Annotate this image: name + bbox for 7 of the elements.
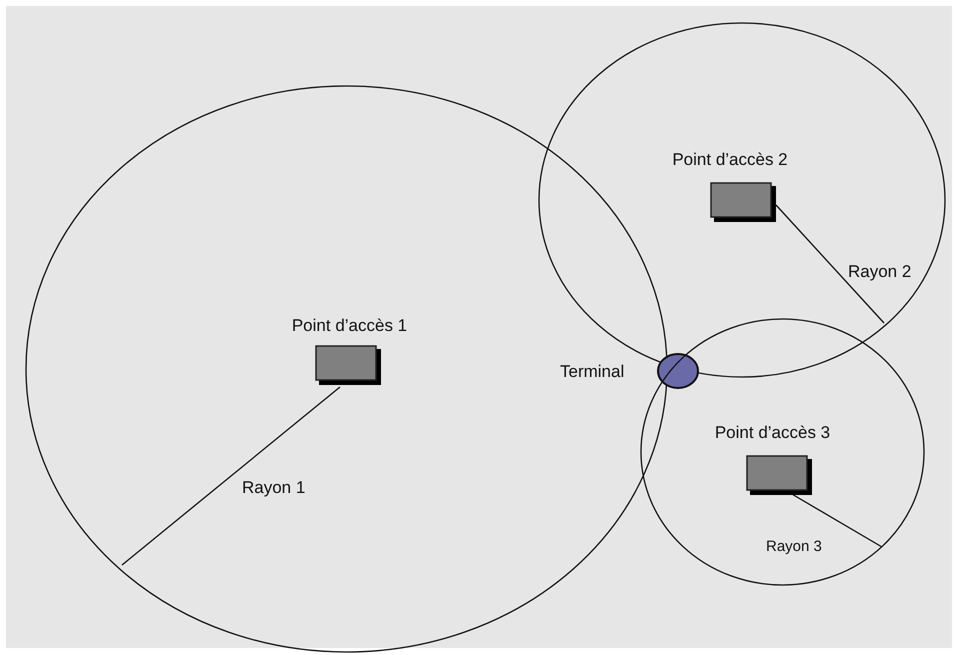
access-point-label: Point d’accès 1 xyxy=(290,316,408,336)
access-point-label: Point d’accès 2 xyxy=(671,150,789,170)
access-point-label: Point d’accès 3 xyxy=(714,423,832,443)
radius-label: Rayon 1 xyxy=(242,478,306,498)
radius-label: Rayon 3 xyxy=(766,538,822,555)
radius-label: Rayon 2 xyxy=(848,262,912,282)
terminal-label: Terminal xyxy=(560,362,624,382)
